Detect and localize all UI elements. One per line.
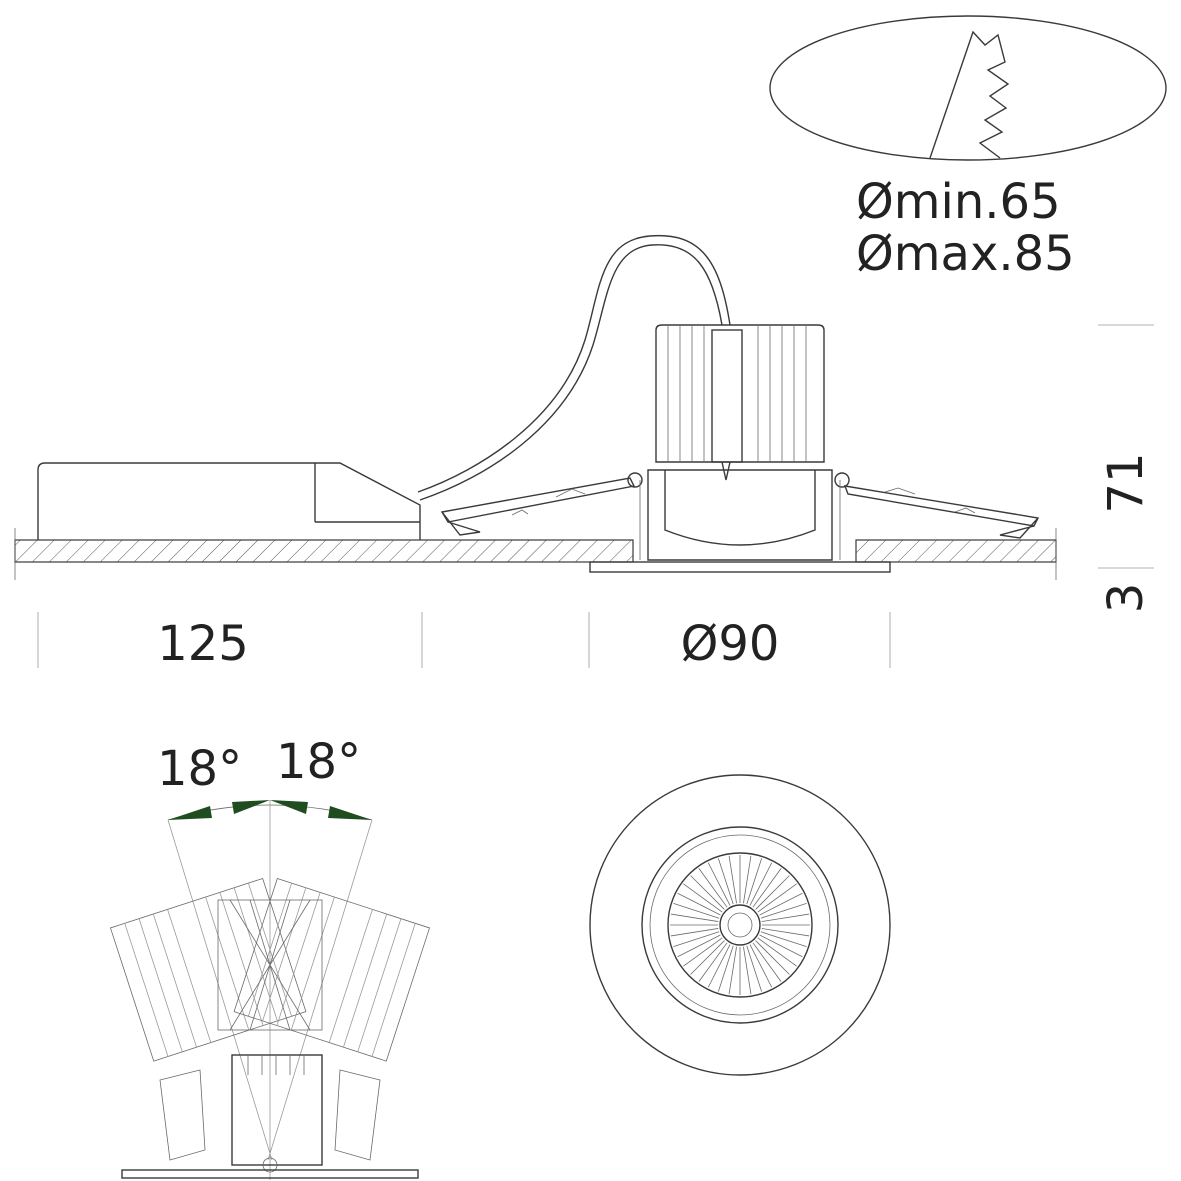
reflector-rib [761,928,810,937]
cutout-saw-edge [929,30,1010,159]
driver-box [37,462,421,540]
cutout-detail: Ømin.65 Ømax.85 [769,15,1167,282]
cable [417,234,731,493]
reflector-rib [698,868,728,908]
front-outer-trim [589,774,891,1076]
trim-ring [589,561,891,573]
reflector-rib [752,868,782,908]
dim-fixture-diameter-label: Ø90 [681,616,780,672]
reflector-rib [760,902,807,919]
dim-height: 71 3 [1098,324,1154,614]
reflector-rib [749,944,773,988]
dim-driver-length-label: 125 [157,616,249,672]
reflector-rib [683,883,723,913]
tilt-right-angle: 18° [276,734,361,790]
tilted-heatsink-right [233,877,431,1062]
reflector-rib [746,945,763,992]
ceiling-section [14,539,634,563]
reflector-rib [677,892,721,916]
reflector-rib [761,913,810,922]
reflector-rib [752,942,782,982]
reflector-rib [677,934,721,958]
front-view [589,774,891,1076]
front-inner-ring [641,826,839,1024]
reflector-rib [670,913,719,922]
cutout-min-label: Ømin.65 [856,174,1061,230]
reflector-rib [717,858,734,905]
reflector-rib [717,945,734,992]
reflector-rib [760,931,807,948]
dim-driver-length: 125 [37,612,423,672]
reflector-rib [683,937,723,967]
front-led [719,904,761,946]
reflector-rib [743,946,752,995]
reflector-rib [759,892,803,916]
reflector-rib [673,902,720,919]
tilt-trim [121,1169,419,1179]
tilt-arrow-center-right [270,800,308,814]
reflector-rib [728,855,737,904]
reflector-rib [698,942,728,982]
reflector-rib [759,934,803,958]
reflector-rib [670,928,719,937]
spring-clip-left [440,472,643,536]
side-view: 125 Ø90 71 3 [14,234,1154,672]
cutout-max-label: Ømax.85 [856,226,1075,282]
tilt-arrow-right [328,806,372,820]
reflector-rib [757,937,797,967]
reflector-rib [707,862,731,906]
reflector-rib [743,855,752,904]
front-reflector-ribs [670,855,810,995]
reflector-rib [673,931,720,948]
spring-clip-right [834,472,1040,539]
reflector-rib [690,875,725,910]
reflector-rib [707,944,731,988]
dim-trim-label: 3 [1098,583,1154,614]
reflector-rib [755,875,790,910]
ceiling-section-right [855,539,1057,563]
tilt-arrow-left [168,806,212,820]
heatsink-module [589,324,891,573]
tilted-heatsink-left [109,877,307,1062]
tilt-left-angle: 18° [157,741,242,797]
reflector-rib [757,883,797,913]
reflector-rib [749,862,773,906]
dim-fixture-diameter: Ø90 [588,612,891,672]
reflector-rib [690,940,725,975]
reflector-rib [746,858,763,905]
cutout-ellipse [769,15,1167,161]
tilt-arrow-center-left [232,800,270,814]
tilt-view: 18° 18° [109,734,431,1180]
dim-height-label: 71 [1098,452,1154,513]
reflector-rib [755,940,790,975]
center-heatsink [159,899,381,1173]
front-reflector [667,852,813,998]
reflector-rib [728,946,737,995]
